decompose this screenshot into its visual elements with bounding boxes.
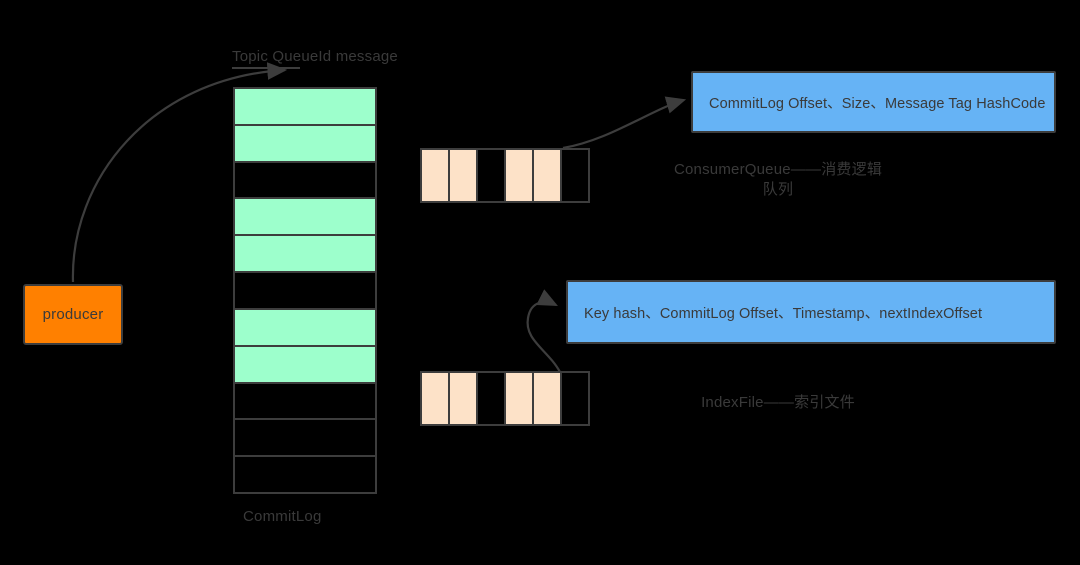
- commitlog-row: [233, 455, 377, 494]
- consumequeue-cell-strip: [420, 148, 590, 203]
- commitlog-row: [233, 344, 377, 384]
- indexfile-cell: [420, 371, 450, 426]
- consumequeue-cell: [504, 148, 534, 203]
- commitlog-row: [233, 87, 377, 126]
- topic-queueid-message-label: Topic QueueId message: [232, 48, 398, 65]
- indexfile-cell: [560, 371, 590, 426]
- consumequeue-info-box: CommitLog Offset、Size、Message Tag HashCo…: [691, 71, 1056, 133]
- indexfile-cell: [476, 371, 506, 426]
- indexfile-caption: IndexFile——索引文件: [701, 394, 855, 411]
- commitlog-row: [233, 307, 377, 347]
- consumequeue-caption: ConsumerQueue——消费逻辑队列: [673, 161, 883, 199]
- commitlog-column: [233, 87, 377, 494]
- consumequeue-cell: [420, 148, 450, 203]
- arrow-indexfile-to-info: [526, 289, 561, 373]
- producer-label: producer: [42, 306, 104, 323]
- consumequeue-cell: [560, 148, 590, 203]
- commitlog-row: [233, 271, 377, 310]
- indexfile-info-box: Key hash、CommitLog Offset、Timestamp、next…: [566, 280, 1056, 344]
- commitlog-row: [233, 381, 377, 421]
- commitlog-row: [233, 418, 377, 458]
- consumequeue-cell: [532, 148, 562, 203]
- producer-node[interactable]: producer: [23, 284, 123, 345]
- arrow-consumequeue-to-info: [562, 96, 687, 150]
- commitlog-row: [233, 123, 377, 163]
- commitlog-row: [233, 160, 377, 200]
- commitlog-caption: CommitLog: [243, 508, 322, 525]
- commitlog-row: [233, 197, 377, 237]
- indexfile-cell-strip: [420, 371, 590, 426]
- indexfile-info-text: Key hash、CommitLog Offset、Timestamp、next…: [584, 305, 983, 322]
- indexfile-cell: [504, 371, 534, 426]
- indexfile-cell: [532, 371, 562, 426]
- indexfile-cell: [448, 371, 478, 426]
- consumequeue-info-text: CommitLog Offset、Size、Message Tag HashCo…: [709, 95, 1046, 112]
- consumequeue-cell: [476, 148, 506, 203]
- consumequeue-cell: [448, 148, 478, 203]
- commitlog-row: [233, 234, 377, 274]
